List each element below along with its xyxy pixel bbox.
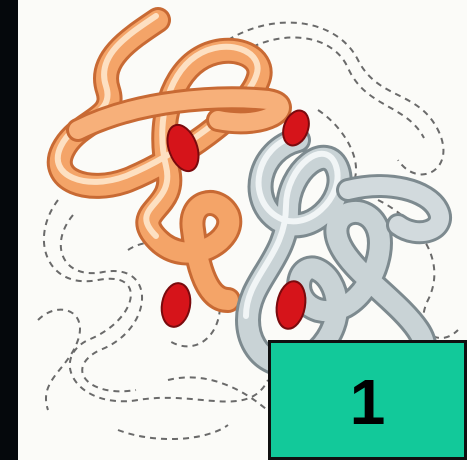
orange-chain [58,16,280,300]
badge-label: 1 [350,370,386,434]
number-badge: 1 [268,340,467,460]
